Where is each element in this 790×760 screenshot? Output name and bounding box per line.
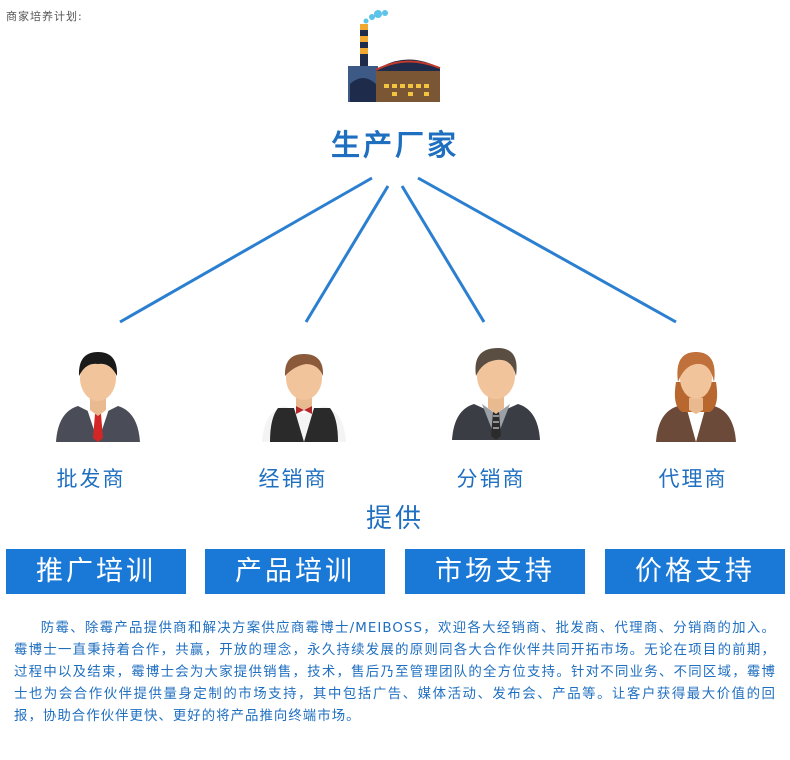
role-agent: 代理商 [658,467,728,491]
factory-icon [348,10,441,102]
service-product-training: 产品培训 [205,549,385,594]
role-dealer: 经销商 [258,467,328,491]
businesswoman-icon [656,352,736,442]
service-promotion-training: 推广培训 [6,549,186,594]
diagram-title: 生产厂家 [330,128,459,162]
connector-line-3 [400,185,486,323]
manager-icon [452,348,540,440]
role-wholesaler: 批发商 [56,467,126,491]
waiter-icon [262,354,346,442]
connector-line-1 [119,176,373,324]
connector-line-2 [304,185,390,323]
connector-line-4 [417,176,677,324]
service-market-support: 市场支持 [405,549,585,594]
provide-label: 提供 [365,504,424,534]
description-paragraph: 防霉、除霉产品提供商和解决方案供应商霉博士/MEIBOSS，欢迎各大经销商、批发… [14,621,776,724]
service-price-support: 价格支持 [605,549,785,594]
role-distributor: 分销商 [456,467,526,491]
plan-caption: 商家培养计划: [6,10,83,23]
businessman-icon [56,352,140,442]
